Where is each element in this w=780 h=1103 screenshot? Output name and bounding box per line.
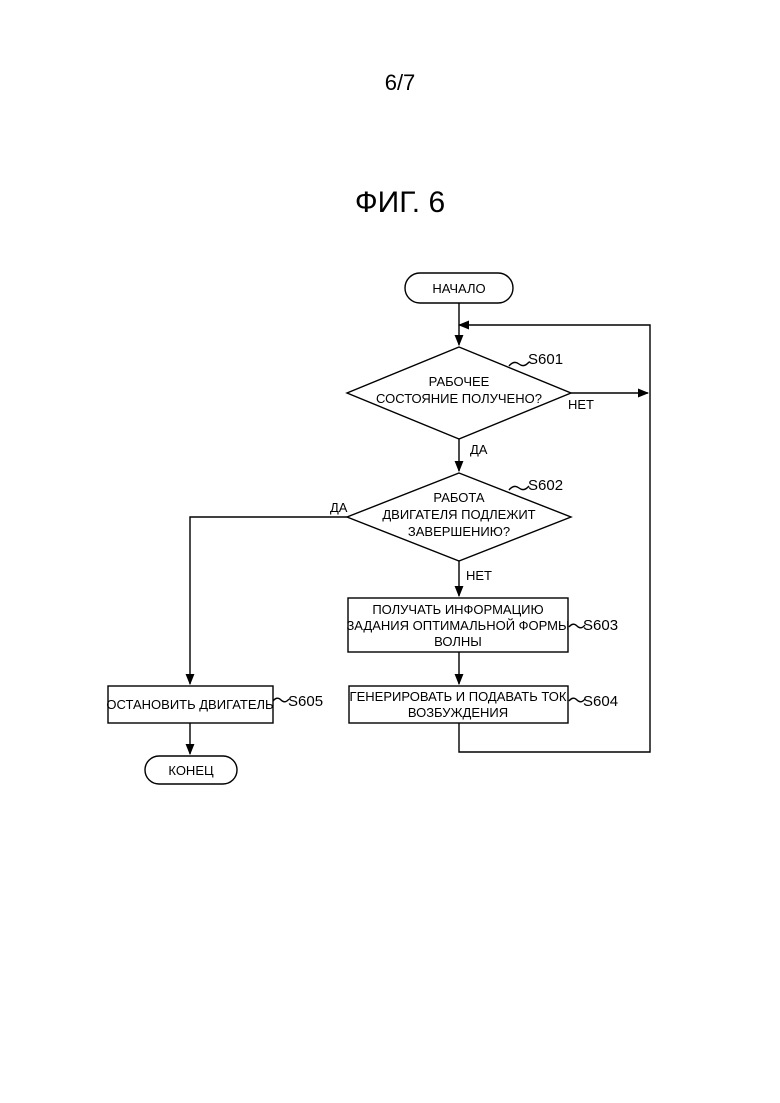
step-label-s601: S601 bbox=[528, 351, 563, 368]
s602-line-1: РАБОТА bbox=[433, 490, 484, 505]
branch-label-s602-no: НЕТ bbox=[466, 568, 492, 583]
step-label-s602: S602 bbox=[528, 477, 563, 494]
s601-leader bbox=[509, 362, 529, 366]
process-s603: ПОЛУЧАТЬ ИНФОРМАЦИЮ ЗАДАНИЯ ОПТИМАЛЬНОЙ … bbox=[346, 598, 569, 652]
step-label-s605: S605 bbox=[288, 693, 323, 710]
s603-line-2: ЗАДАНИЯ ОПТИМАЛЬНОЙ ФОРМЫ bbox=[346, 618, 569, 633]
s605-text: ОСТАНОВИТЬ ДВИГАТЕЛЬ bbox=[106, 697, 273, 712]
branch-label-s601-yes: ДА bbox=[470, 442, 488, 457]
step-label-s604: S604 bbox=[583, 693, 618, 710]
s604-line-1: ГЕНЕРИРОВАТЬ И ПОДАВАТЬ ТОК bbox=[350, 689, 567, 704]
connector-s602-yes bbox=[190, 517, 347, 684]
s603-line-1: ПОЛУЧАТЬ ИНФОРМАЦИЮ bbox=[372, 602, 543, 617]
start-terminal: НАЧАЛО bbox=[405, 273, 513, 303]
process-s604: ГЕНЕРИРОВАТЬ И ПОДАВАТЬ ТОК ВОЗБУЖДЕНИЯ bbox=[349, 686, 568, 723]
s605-leader bbox=[273, 698, 289, 702]
end-label: КОНЕЦ bbox=[168, 763, 214, 778]
s603-line-3: ВОЛНЫ bbox=[434, 634, 482, 649]
end-terminal: КОНЕЦ bbox=[145, 756, 237, 784]
s601-line-2: СОСТОЯНИЕ ПОЛУЧЕНО? bbox=[376, 391, 542, 406]
s602-leader bbox=[509, 486, 529, 490]
step-label-s603: S603 bbox=[583, 617, 618, 634]
s602-line-2: ДВИГАТЕЛЯ ПОДЛЕЖИТ bbox=[382, 507, 535, 522]
process-s605: ОСТАНОВИТЬ ДВИГАТЕЛЬ bbox=[106, 686, 273, 723]
start-label: НАЧАЛО bbox=[432, 281, 485, 296]
s604-line-2: ВОЗБУЖДЕНИЯ bbox=[408, 705, 508, 720]
branch-label-s601-no: НЕТ bbox=[568, 397, 594, 412]
s601-line-1: РАБОЧЕЕ bbox=[429, 374, 490, 389]
branch-label-s602-yes: ДА bbox=[330, 500, 348, 515]
s602-line-3: ЗАВЕРШЕНИЮ? bbox=[408, 524, 510, 539]
